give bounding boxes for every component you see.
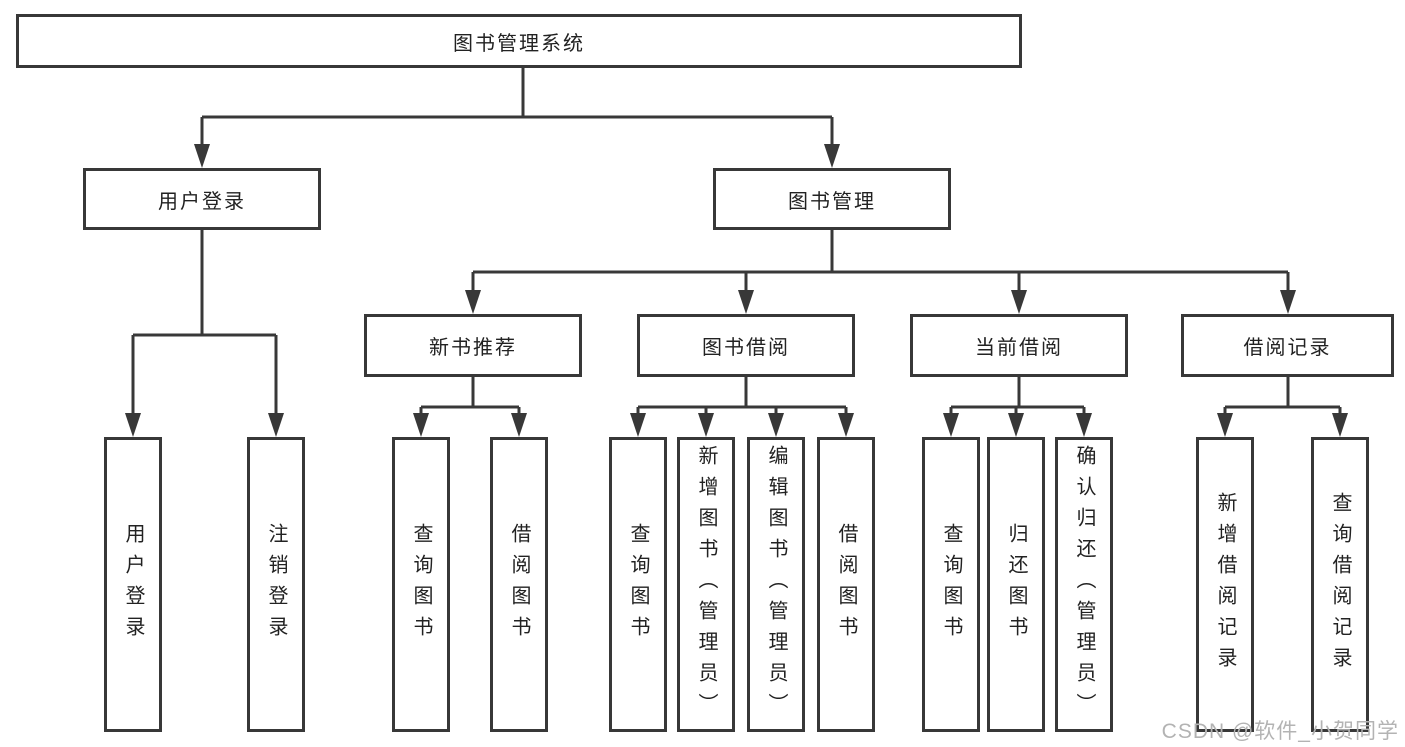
node-current-borrow-label: 当前借阅	[975, 337, 1063, 359]
leaf-confirm-return-admin-label: 确认归还（管理员）	[1073, 445, 1095, 724]
leaf-query-borrow-record-label: 查询借阅记录	[1329, 491, 1351, 678]
leaf-edit-book-admin-label: 编辑图书（管理员）	[765, 445, 787, 724]
leaf-confirm-return-admin: 确认归还（管理员）	[1055, 437, 1113, 732]
leaf-borrow-book-recommend-label: 借阅图书	[508, 522, 530, 647]
connector-user-login-children	[125, 230, 284, 437]
node-borrow-records: 借阅记录	[1181, 314, 1394, 377]
node-borrow-records-label: 借阅记录	[1243, 337, 1332, 359]
connector-root-to-branches	[194, 68, 840, 168]
node-user-login-label: 用户登录	[158, 190, 246, 213]
leaf-user-login: 用户登录	[104, 437, 162, 732]
connector-borrow-records-children	[1217, 377, 1348, 437]
leaf-query-book-borrow: 查询图书	[609, 437, 667, 732]
connector-book-borrow-children	[630, 377, 854, 437]
leaf-return-book: 归还图书	[987, 437, 1045, 732]
leaf-add-book-admin: 新增图书（管理员）	[677, 437, 735, 732]
leaf-query-book-recommend: 查询图书	[392, 437, 450, 732]
node-current-borrow: 当前借阅	[910, 314, 1128, 377]
connector-current-borrow-children	[943, 377, 1092, 437]
node-new-book-recommend: 新书推荐	[364, 314, 582, 377]
leaf-add-borrow-record-label: 新增借阅记录	[1214, 491, 1236, 678]
leaf-edit-book-admin: 编辑图书（管理员）	[747, 437, 805, 732]
leaf-borrow-book-recommend: 借阅图书	[490, 437, 548, 732]
leaf-query-borrow-record: 查询借阅记录	[1311, 437, 1369, 732]
connector-book-management-children	[465, 230, 1296, 314]
connector-new-book-children	[413, 377, 527, 437]
leaf-query-book-current: 查询图书	[922, 437, 980, 732]
leaf-query-book-borrow-label: 查询图书	[627, 522, 649, 647]
leaf-borrow-book: 借阅图书	[817, 437, 875, 732]
leaf-query-book-recommend-label: 查询图书	[410, 522, 432, 647]
leaf-query-book-current-label: 查询图书	[940, 522, 962, 647]
leaf-add-book-admin-label: 新增图书（管理员）	[695, 445, 717, 724]
node-book-management-label: 图书管理	[788, 190, 876, 213]
leaf-logout: 注销登录	[247, 437, 305, 732]
leaf-add-borrow-record: 新增借阅记录	[1196, 437, 1254, 732]
node-new-book-recommend-label: 新书推荐	[429, 337, 517, 359]
watermark: CSDN @软件_小贺同学	[1161, 720, 1399, 743]
node-user-login: 用户登录	[83, 168, 321, 230]
leaf-logout-label: 注销登录	[265, 522, 287, 647]
node-book-management: 图书管理	[713, 168, 951, 230]
leaf-user-login-label: 用户登录	[122, 522, 144, 647]
node-book-borrow-label: 图书借阅	[702, 337, 790, 359]
leaf-return-book-label: 归还图书	[1005, 522, 1027, 647]
node-book-borrow: 图书借阅	[637, 314, 855, 377]
node-root: 图书管理系统	[16, 14, 1022, 68]
node-root-label: 图书管理系统	[453, 32, 585, 55]
leaf-borrow-book-label: 借阅图书	[835, 522, 857, 647]
